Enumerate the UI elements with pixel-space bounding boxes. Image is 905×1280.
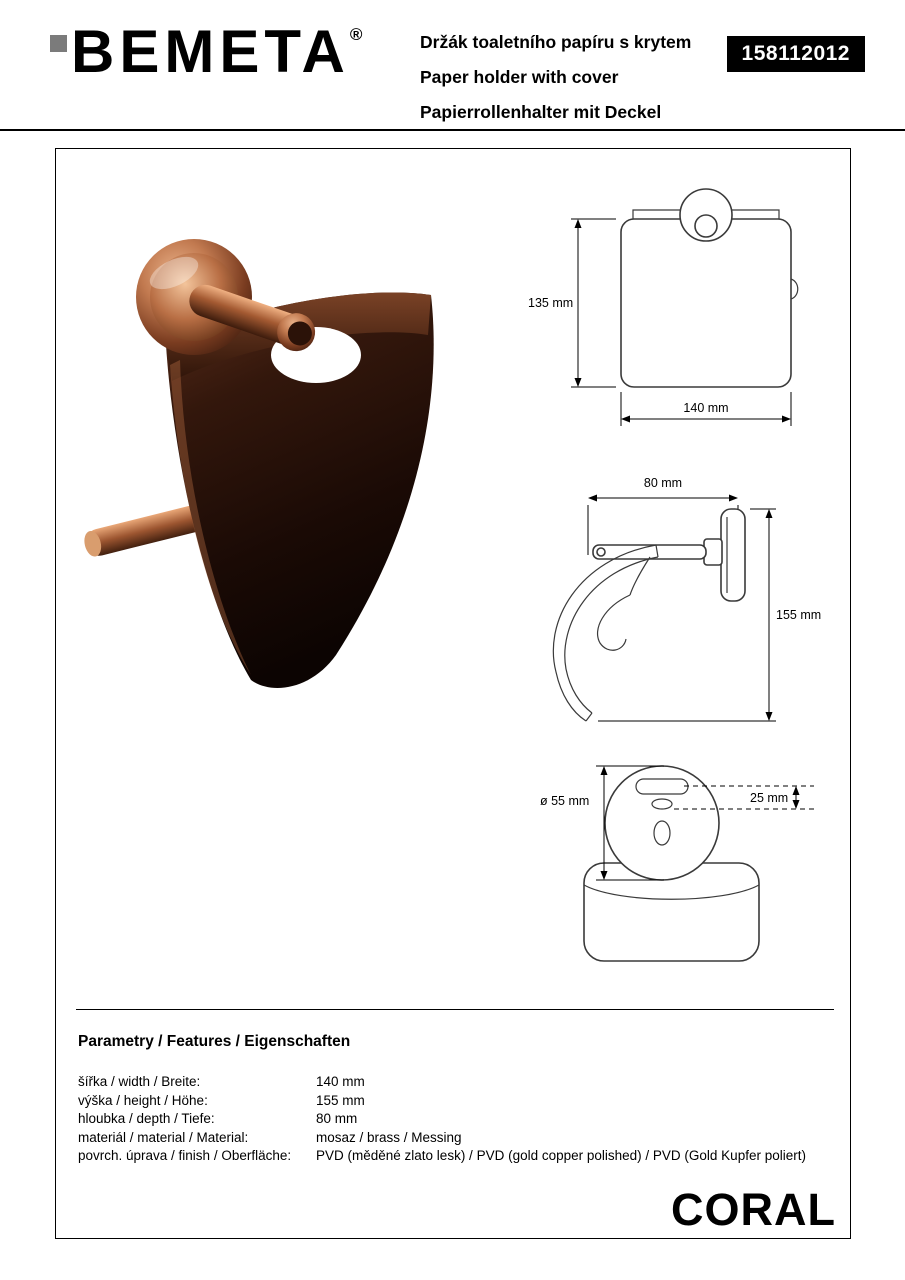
parameters-heading: Parametry / Features / Eigenschaften [78,1033,351,1050]
logo-square-icon [50,35,67,52]
header-divider [0,129,905,131]
holder-front-outline [620,218,792,388]
rod-hook-profile [596,594,631,651]
param-value: 140 mm [316,1074,365,1089]
cover-profile-end [585,712,593,722]
parameters-divider [76,1009,834,1010]
side-tab [790,278,799,300]
front-view-drawing: 135 mm 140 mm [528,188,799,426]
side-view-drawing: 80 mm 155 mm [552,476,821,722]
param-label: povrch. úprava / finish / Oberfläche: [78,1148,292,1163]
registered-trademark: ® [349,25,363,44]
center-detail [653,820,671,846]
cover-profile-end [655,544,659,558]
rose-diameter-label: ø 55 mm [540,794,589,808]
product-code-badge: 158112012 [726,36,865,72]
cover-profile-outer [552,544,657,722]
content-box: 135 mm 140 mm 80 mm [55,148,851,1239]
product-title-english: Paper holder with cover [420,67,619,87]
param-label: výška / height / Höhe: [78,1092,208,1108]
arm-knob-front [694,214,718,238]
product-photo [84,239,434,688]
product-title-czech: Držák toaletního papíru s krytem [420,32,692,52]
table-row: výška / height / Höhe: 155 mm [78,1092,834,1111]
front-height-dimension-label: 135 mm [528,296,573,310]
mounting-arm [189,284,316,352]
param-value: 80 mm [316,1111,358,1126]
cover-sheen [170,360,251,675]
table-row: materiál / material / Material: mosaz / … [78,1129,834,1148]
table-row: hloubka / depth / Tiefe: 80 mm [78,1110,834,1129]
screw-hole [651,798,673,810]
brand-logo: BEMETA ® [50,22,362,82]
cover-body [166,292,434,688]
table-row: povrch. úprava / finish / Oberfläche: PV… [78,1147,834,1166]
table-row: šířka / width / Breite: 140 mm [78,1073,834,1092]
wall-rose-top [604,765,720,881]
product-titles: Držák toaletního papíru s krytem Paper h… [420,32,720,137]
paper-rod [84,502,218,557]
side-height-dimension-label: 155 mm [776,608,821,622]
collection-name: CORAL [671,1184,836,1235]
param-label: hloubka / depth / Tiefe: [78,1111,215,1126]
rod-link [629,556,651,596]
param-value: 155 mm [316,1092,365,1108]
param-label: šířka / width / Breite: [78,1074,201,1089]
param-value: mosaz / brass / Messing [316,1129,462,1145]
arm-pivot [596,547,606,557]
rod-bottom-curve [583,884,760,900]
top-view-drawing: ø 55 mm 25 mm [540,765,814,962]
side-depth-dimension-label: 80 mm [644,476,682,490]
wall-plate-side [720,508,746,602]
param-label: materiál / material / Material: [78,1129,249,1145]
front-width-dimension-label: 140 mm [683,401,728,415]
cover-profile-inner [564,556,659,714]
product-title-german: Papierrollenhalter mit Deckel [420,102,662,122]
mount-slot [635,778,689,795]
brand-name: BEMETA [71,18,350,85]
param-value: PVD (měděné zlato lesk) / PVD (gold copp… [316,1148,806,1163]
offset-dimension-label: 25 mm [750,791,788,805]
parameters-table: šířka / width / Breite: 140 mm výška / h… [78,1073,834,1166]
